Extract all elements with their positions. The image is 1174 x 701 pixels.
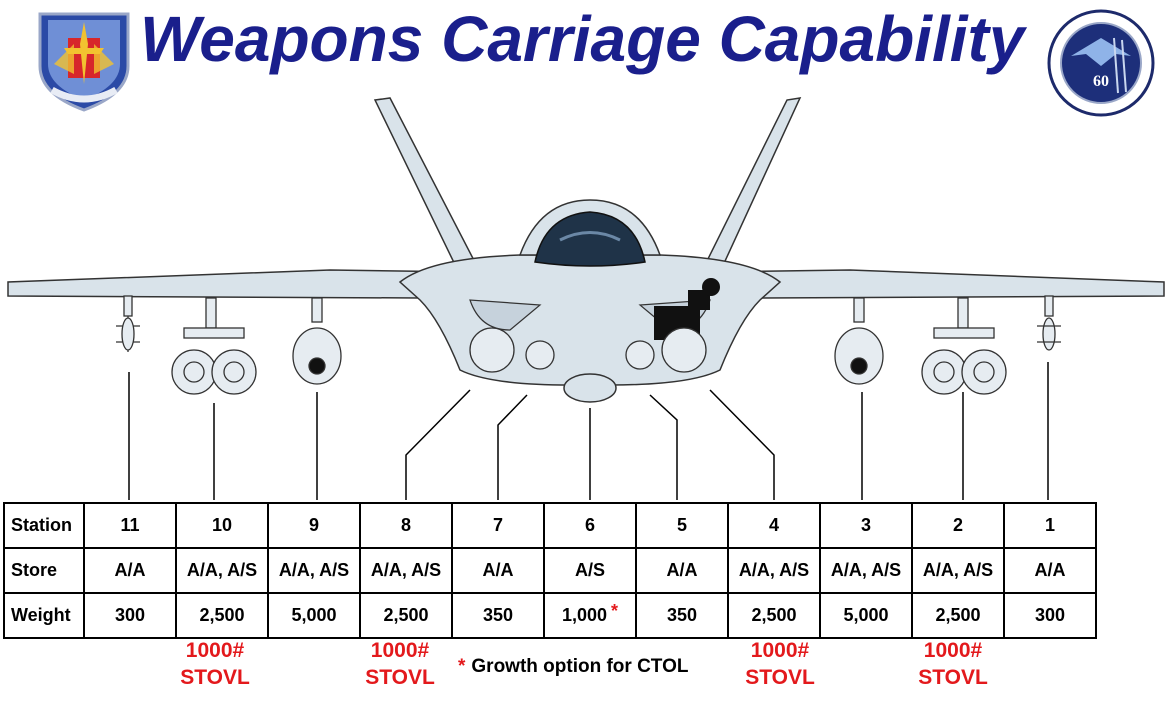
weight-row: Weight 300 2,500 5,000 2,500 350 1,000* … — [3, 592, 1097, 639]
usaf-60th-anniversary-logo: 60 — [1046, 8, 1156, 118]
stovl-note-station-4: 1000# STOVL — [720, 637, 840, 691]
station-row: Station 11 10 9 8 7 6 5 4 3 2 1 — [3, 502, 1097, 549]
stovl-label: STOVL — [918, 666, 988, 689]
station-cell: 6 — [543, 502, 637, 549]
weight-cell: 5,000 — [819, 592, 913, 639]
weight-cell: 300 — [1003, 592, 1097, 639]
svg-text:60: 60 — [1093, 73, 1109, 90]
stovl-label: STOVL — [745, 666, 815, 689]
growth-option-note: *Growth option for CTOL — [458, 656, 688, 678]
store-row: Store A/A A/A, A/S A/A, A/S A/A, A/S A/A… — [3, 547, 1097, 594]
store-cell: A/A — [451, 547, 545, 594]
growth-note-asterisk: * — [458, 656, 466, 677]
weight-cell: 2,500 — [911, 592, 1005, 639]
store-cell: A/A — [1003, 547, 1097, 594]
weight-cell: 350 — [635, 592, 729, 639]
store-cell: A/A, A/S — [175, 547, 269, 594]
store-cell: A/A, A/S — [267, 547, 361, 594]
station-cell: 8 — [359, 502, 453, 549]
stovl-weight: 1000# — [370, 639, 430, 662]
weight-cell: 5,000 — [267, 592, 361, 639]
weight-value: 1,000 — [561, 605, 608, 625]
leader-line-4 — [709, 389, 775, 500]
leader-line-5 — [649, 394, 678, 500]
stovl-weight: 1000# — [923, 639, 983, 662]
weight-cell: 350 — [451, 592, 545, 639]
store-cell: A/A, A/S — [819, 547, 913, 594]
leader-line-7 — [497, 394, 528, 500]
row-label-store: Store — [3, 547, 85, 594]
stovl-label: STOVL — [365, 666, 435, 689]
station-cell: 7 — [451, 502, 545, 549]
stovl-note-station-2: 1000# STOVL — [893, 637, 1013, 691]
station-cell: 2 — [911, 502, 1005, 549]
station-cell: 3 — [819, 502, 913, 549]
stovl-note-station-10: 1000# STOVL — [155, 637, 275, 691]
growth-note-text: Growth option for CTOL — [471, 656, 689, 677]
aircraft-front-view — [7, 97, 1165, 500]
page-title: Weapons Carriage Capability — [140, 3, 1025, 75]
leader-line-8 — [405, 389, 471, 500]
store-cell: A/A — [83, 547, 177, 594]
stovl-weight: 1000# — [185, 639, 245, 662]
store-cell: A/A — [635, 547, 729, 594]
store-cell: A/A, A/S — [911, 547, 1005, 594]
air-combat-command-logo — [34, 4, 134, 114]
stovl-note-station-8: 1000# STOVL — [340, 637, 460, 691]
store-cell: A/A, A/S — [727, 547, 821, 594]
growth-asterisk: * — [611, 601, 619, 621]
store-cell: A/A, A/S — [359, 547, 453, 594]
stovl-weight: 1000# — [750, 639, 810, 662]
station-cell: 10 — [175, 502, 269, 549]
store-cell: A/S — [543, 547, 637, 594]
stovl-label: STOVL — [180, 666, 250, 689]
row-label-station: Station — [3, 502, 85, 549]
weight-cell: 2,500 — [727, 592, 821, 639]
row-label-weight: Weight — [3, 592, 85, 639]
station-cell: 9 — [267, 502, 361, 549]
weight-cell: 2,500 — [175, 592, 269, 639]
weapons-station-table: Station 11 10 9 8 7 6 5 4 3 2 1 Store A/… — [3, 502, 1097, 639]
weight-cell: 2,500 — [359, 592, 453, 639]
weight-cell: 300 — [83, 592, 177, 639]
station-cell: 4 — [727, 502, 821, 549]
station-cell: 5 — [635, 502, 729, 549]
station-cell: 1 — [1003, 502, 1097, 549]
weight-cell: 1,000* — [543, 592, 637, 639]
station-cell: 11 — [83, 502, 177, 549]
